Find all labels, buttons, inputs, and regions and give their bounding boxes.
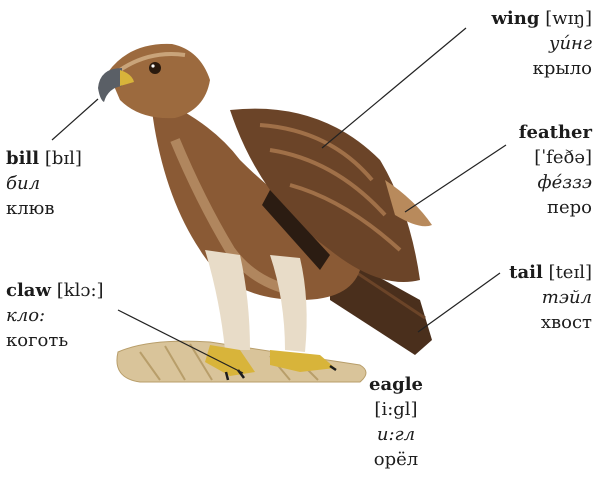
eagle-beak [98, 68, 122, 102]
feather-label: feather [ˈfeðə] фе́ззэ перо [519, 120, 592, 220]
feather-leader-line [405, 145, 506, 212]
wing-leader-line [322, 28, 466, 148]
bill-ipa: [bɪl] [45, 148, 82, 169]
tail-ipa: [teɪl] [549, 262, 592, 283]
claw-transliteration: кло: [6, 303, 104, 328]
wing-ipa: [wɪŋ] [545, 8, 592, 29]
bill-word: bill [6, 148, 39, 169]
claw-label: claw [klɔ:] кло: коготь [6, 278, 104, 353]
tail-leader-line [418, 273, 500, 332]
bill-russian: клюв [6, 196, 82, 221]
wing-word: wing [491, 8, 539, 29]
wing-russian: крыло [491, 56, 592, 81]
wing-transliteration: уи́нг [491, 31, 592, 56]
eagle-word: eagle [350, 372, 442, 397]
eagle-eye [149, 62, 161, 74]
bill-leader-line [52, 99, 98, 140]
bill-transliteration: бил [6, 171, 82, 196]
claw-ipa: [klɔ:] [57, 280, 104, 301]
eagle-transliteration: и:гл [350, 422, 442, 447]
wing-label: wing [wɪŋ] уи́нг крыло [491, 6, 592, 81]
feather-ipa: [ˈfeðə] [519, 145, 592, 170]
claw-russian: коготь [6, 328, 104, 353]
eagle-ipa: [i:gl] [350, 397, 442, 422]
bill-label: bill [bɪl] бил клюв [6, 146, 82, 221]
feather-word: feather [519, 120, 592, 145]
feather-transliteration: фе́ззэ [519, 170, 592, 195]
eagle-leg-right [270, 255, 307, 352]
feather-russian: перо [519, 195, 592, 220]
eagle-russian: орёл [350, 447, 442, 472]
tail-transliteration: тэйл [509, 285, 592, 310]
eagle-label: eagle [i:gl] и:гл орёл [350, 372, 442, 472]
tail-russian: хвост [509, 310, 592, 335]
tail-label: tail [teɪl] тэйл хвост [509, 260, 592, 335]
tail-word: tail [509, 262, 543, 283]
claw-word: claw [6, 280, 51, 301]
